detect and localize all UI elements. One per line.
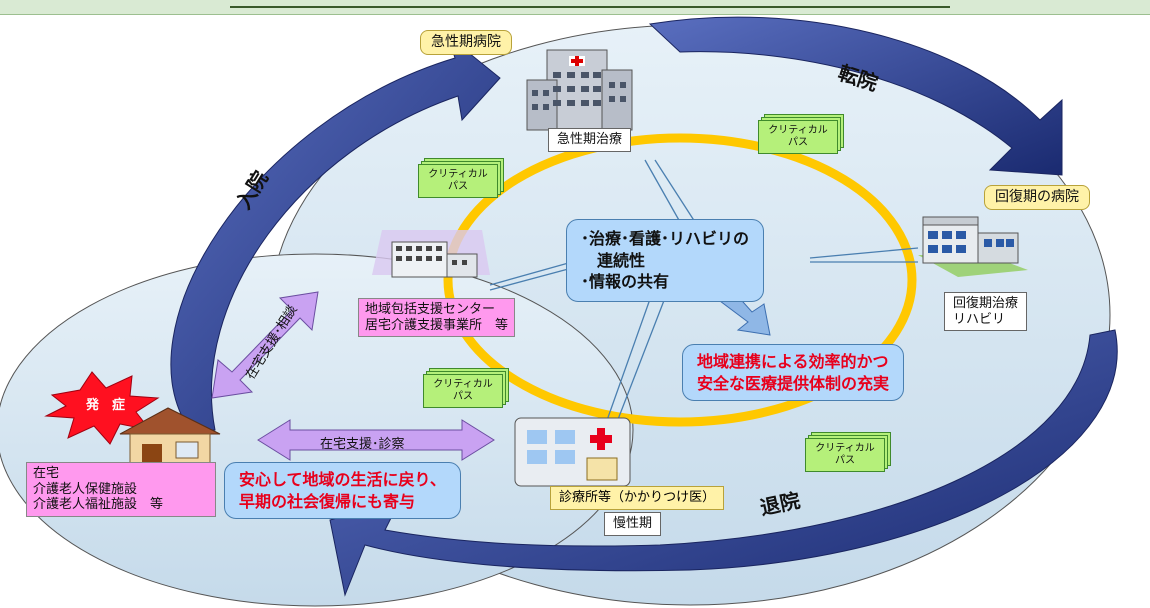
community-center-label: 地域包括支援センター 居宅介護支援事業所 等 xyxy=(358,298,516,338)
admission-arrow xyxy=(170,34,501,431)
critical-path-label: クリティカル パス xyxy=(423,374,503,408)
chronic-label: 慢性期 xyxy=(604,512,662,536)
rehab-hospital-icon xyxy=(918,216,1028,277)
connector-lines xyxy=(489,159,919,441)
home-support-visit-label: 在宅支援･診察 xyxy=(320,437,405,452)
home-support-consult-arrow xyxy=(211,291,319,399)
critical-path-label: クリティカル パス xyxy=(805,438,885,472)
recovery-hospital-callout: 回復期の病院 xyxy=(984,185,1090,210)
hospital-building-icon xyxy=(526,49,633,131)
home-facilities-label: 在宅 介護老人保健施設 介護老人福祉施設 等 xyxy=(26,462,216,517)
continuity-message: ･治療･看護･リハビリの 連続性 ･情報の共有 xyxy=(566,219,765,302)
reassurance-message: 安心して地域の生活に戻り、 早期の社会復帰にも寄与 xyxy=(224,462,461,520)
acute-treatment-label: 急性期治療 xyxy=(548,128,632,152)
acute-hospital-callout: 急性期病院 xyxy=(420,30,512,55)
clinic-label: 診療所等（かかりつけ医） xyxy=(550,486,725,510)
header-bar xyxy=(0,0,1150,15)
recovery-treatment-label: 回復期治療 リハビリ xyxy=(944,292,1028,332)
efficiency-message: 地域連携による効率的かつ 安全な医療提供体制の充実 xyxy=(682,344,905,402)
critical-path-discharge: クリティカル パス xyxy=(805,432,891,472)
discharge-arrow xyxy=(329,329,1118,597)
continuity-ring xyxy=(443,133,917,427)
onset-label: 発 症 xyxy=(86,398,126,413)
critical-path-acute: クリティカル パス xyxy=(418,158,504,198)
clinic-icon xyxy=(514,417,631,487)
critical-path-transfer: クリティカル パス xyxy=(758,114,844,154)
home-support-visit-arrow xyxy=(257,419,495,461)
critical-path-label: クリティカル パス xyxy=(418,164,498,198)
critical-path-label: クリティカル パス xyxy=(758,120,838,154)
care-center-icon xyxy=(372,230,490,278)
critical-path-community: クリティカル パス xyxy=(423,368,509,408)
transfer-arrow xyxy=(648,16,1063,176)
